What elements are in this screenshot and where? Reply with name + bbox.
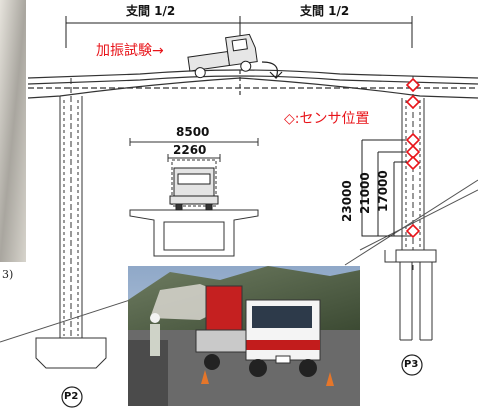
span-label-left: 支間 1/2 bbox=[126, 4, 176, 18]
sensor-markers bbox=[405, 77, 421, 239]
cross-section bbox=[129, 138, 259, 257]
sensor-diamond-icon bbox=[405, 94, 421, 110]
cross-section-lane-width: 2260 bbox=[173, 143, 207, 157]
height-17000: 17000 bbox=[376, 170, 390, 212]
height-21000: 21000 bbox=[358, 172, 372, 214]
truck-front-icon bbox=[169, 167, 219, 211]
pier-p3-label: P3 bbox=[404, 359, 419, 370]
sensor-diamond-icon bbox=[405, 155, 421, 171]
pier-p3-circle bbox=[401, 354, 423, 376]
footnote: 3) bbox=[2, 268, 14, 281]
excitation-label: 加振試験→ bbox=[96, 43, 164, 59]
left-photo-fragment bbox=[0, 0, 26, 262]
pier-p2-label: P2 bbox=[64, 391, 79, 402]
truck-side-icon bbox=[187, 33, 258, 79]
sensor-diamond-icon bbox=[405, 223, 421, 239]
cross-section-width: 8500 bbox=[176, 125, 210, 139]
pier-p2-circle bbox=[61, 386, 83, 408]
sensor-legend: ◇:センサ位置 bbox=[284, 111, 370, 127]
pier-p2 bbox=[0, 78, 131, 369]
bridge-deck bbox=[27, 69, 478, 99]
site-photo bbox=[128, 266, 360, 406]
sensor-diamond-icon bbox=[405, 132, 421, 148]
span-dimension-lines bbox=[65, 16, 413, 48]
rotation-arrow-icon bbox=[261, 61, 283, 80]
span-label-right: 支間 1/2 bbox=[300, 4, 350, 18]
height-23000: 23000 bbox=[340, 180, 354, 222]
sensor-diamond-icon bbox=[405, 77, 421, 93]
